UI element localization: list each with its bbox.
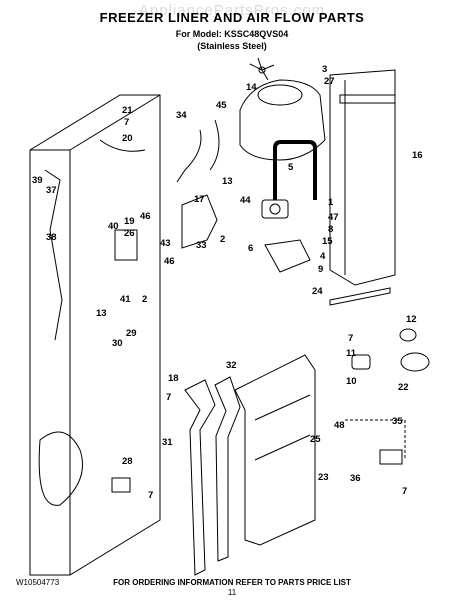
- callout-14: 14: [246, 82, 257, 93]
- callout-16: 16: [412, 150, 423, 161]
- callout-30: 30: [112, 338, 123, 349]
- duct-cover-part: [234, 354, 316, 546]
- callout-37: 37: [46, 185, 57, 196]
- callout-46: 46: [140, 211, 151, 222]
- callout-34: 34: [176, 110, 187, 121]
- thermistor-part: [345, 419, 406, 465]
- light-bulb-part: [399, 328, 417, 342]
- callout-18: 18: [168, 373, 179, 384]
- side-panel-part: [329, 69, 396, 286]
- control-housing-part: [181, 194, 218, 249]
- duct-part: [214, 376, 241, 562]
- callout-5: 5: [288, 162, 294, 173]
- callout-7: 7: [348, 333, 353, 344]
- callout-7: 7: [124, 117, 129, 128]
- callout-35: 35: [392, 416, 403, 427]
- callout-41: 41: [120, 294, 131, 305]
- air-vent-cover-part: [239, 79, 326, 161]
- callout-23: 23: [318, 472, 329, 483]
- light-socket-part: [114, 229, 138, 261]
- gasket-part: [273, 140, 317, 200]
- callout-17: 17: [194, 194, 205, 205]
- light-cover-part: [400, 352, 430, 372]
- fan-motor-part: [261, 199, 311, 273]
- callout-43: 43: [160, 238, 171, 249]
- callout-40: 40: [108, 221, 119, 232]
- callout-45: 45: [216, 100, 227, 111]
- callout-21: 21: [122, 105, 133, 116]
- rail-part: [329, 287, 391, 306]
- callout-13: 13: [96, 308, 107, 319]
- callout-26: 26: [124, 228, 135, 239]
- callout-29: 29: [126, 328, 137, 339]
- model-line: For Model: KSSC48QVS04: [175, 29, 289, 39]
- callout-6: 6: [248, 243, 253, 254]
- fan-blade-part: [249, 57, 275, 81]
- page-title: FREEZER LINER AND AIR FLOW PARTS: [99, 10, 365, 25]
- callout-36: 36: [350, 473, 361, 484]
- callout-10: 10: [346, 376, 357, 387]
- callout-15: 15: [322, 236, 333, 247]
- callout-7: 7: [148, 490, 153, 501]
- callout-33: 33: [196, 240, 207, 251]
- ordering-note: FOR ORDERING INFORMATION REFER TO PARTS …: [113, 578, 351, 587]
- callout-1: 1: [328, 197, 334, 208]
- callout-39: 39: [32, 175, 43, 186]
- callout-8: 8: [328, 224, 333, 235]
- callout-12: 12: [406, 314, 417, 325]
- callout-27: 27: [324, 76, 335, 87]
- callout-4: 4: [320, 251, 326, 262]
- page-number: 11: [227, 588, 237, 597]
- watermark: AppliancePartsPros.com: [138, 2, 326, 19]
- callout-20: 20: [122, 133, 133, 144]
- callout-22: 22: [398, 382, 409, 393]
- callout-9: 9: [318, 264, 323, 275]
- callout-3: 3: [322, 64, 327, 75]
- callout-2: 2: [142, 294, 147, 305]
- duct-rail-part: [184, 379, 216, 576]
- callout-11: 11: [346, 348, 357, 359]
- wiring-harness-part: [176, 119, 220, 183]
- document-number: W10504773: [16, 578, 60, 587]
- callout-7: 7: [402, 486, 407, 497]
- callout-44: 44: [240, 195, 251, 206]
- callout-19: 19: [124, 216, 135, 227]
- callout-47: 47: [328, 212, 339, 223]
- callout-38: 38: [46, 232, 57, 243]
- callout-13: 13: [222, 176, 233, 187]
- callout-31: 31: [162, 437, 173, 448]
- finish-line: (Stainless Steel): [197, 41, 267, 51]
- callout-28: 28: [122, 456, 133, 467]
- callout-24: 24: [312, 286, 323, 297]
- callout-7: 7: [166, 392, 171, 403]
- callout-2: 2: [220, 234, 225, 245]
- callout-48: 48: [334, 420, 345, 431]
- light-switch-part: [351, 354, 371, 370]
- callout-46: 46: [164, 256, 175, 267]
- freezer-liner-part: [29, 94, 161, 576]
- callout-25: 25: [310, 434, 321, 445]
- callout-32: 32: [226, 360, 237, 371]
